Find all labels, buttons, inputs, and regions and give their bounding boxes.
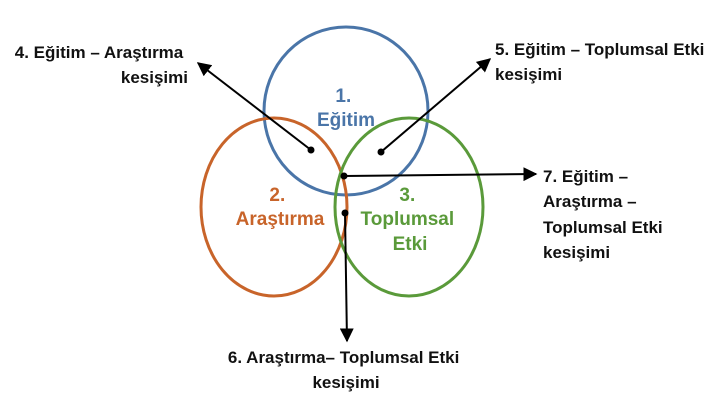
arrow-research-social: [339, 212, 354, 343]
callout-all-three-line4: kesişimi: [543, 243, 610, 262]
callout-research-social-line2: kesişimi: [312, 373, 379, 392]
callout-all-three: 7. Eğitim – Araştırma – Toplumsal Etki k…: [543, 167, 667, 262]
circle-research-number: 2.: [269, 185, 285, 206]
callout-all-three-line3: Toplumsal Etki: [543, 218, 663, 237]
callout-education-social: 5. Eğitim – Toplumsal Etki kesişimi: [495, 40, 709, 84]
callout-research-social: 6. Araştırma– Toplumsal Etki kesişimi: [228, 348, 464, 392]
callout-education-social-line1: 5. Eğitim – Toplumsal Etki: [495, 40, 704, 59]
callout-research-social-line1: 6. Araştırma– Toplumsal Etki: [228, 348, 459, 367]
circle-education-label: 1. Eğitim: [317, 86, 375, 131]
callout-education-social-line2: kesişimi: [495, 65, 562, 84]
circle-education-name: Eğitim: [317, 110, 375, 131]
callout-all-three-line1: 7. Eğitim –: [543, 167, 628, 186]
circle-social-impact-name-2: Etki: [393, 234, 428, 255]
circle-social-impact: [333, 116, 485, 298]
callout-all-three-line2: Araştırma –: [543, 192, 637, 211]
circle-research-label: 2. Araştırma: [236, 185, 325, 230]
arrow-education-research: [196, 62, 312, 151]
arrow-all-three: [343, 167, 538, 182]
callout-education-research-line1: 4. Eğitim – Araştırma: [15, 43, 184, 62]
circle-social-impact-label: 3. Toplumsal Etki: [361, 185, 460, 255]
callout-education-research-line2: kesişimi: [121, 68, 188, 87]
circle-social-impact-number: 3.: [399, 185, 415, 206]
circle-research: [199, 116, 349, 298]
circle-research-name: Araştırma: [236, 209, 325, 230]
arrow-education-social: [380, 58, 492, 153]
callout-education-research: 4. Eğitim – Araştırma kesişimi: [15, 43, 188, 87]
circle-social-impact-name: Toplumsal: [361, 209, 455, 230]
circle-education-number: 1.: [335, 86, 351, 107]
